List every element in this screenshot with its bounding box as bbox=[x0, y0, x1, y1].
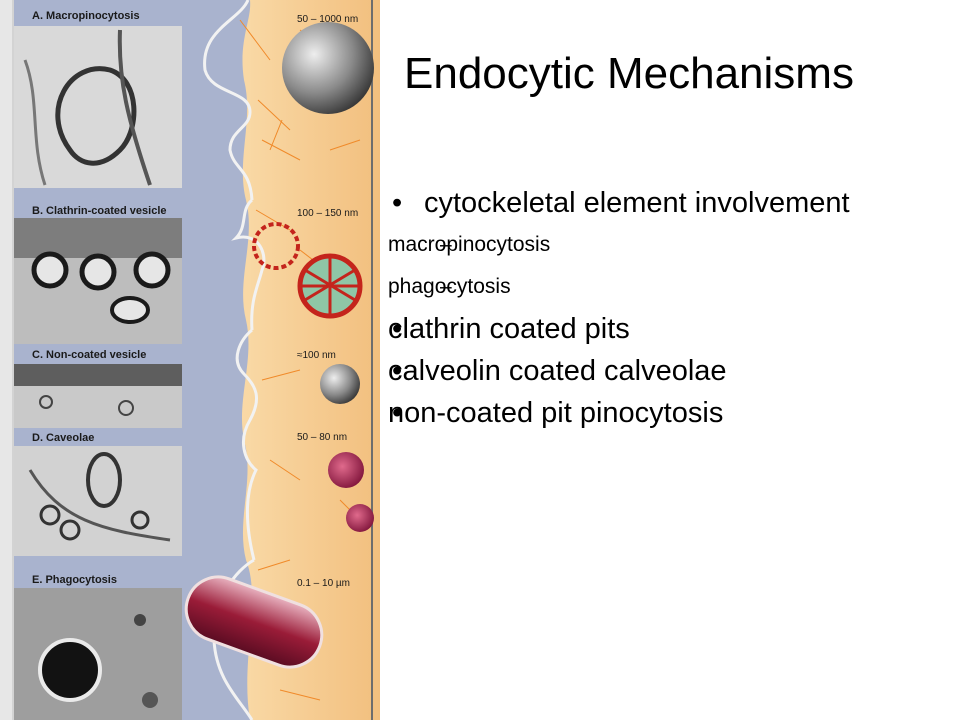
panel-label-a: A. Macropinocytosis bbox=[32, 10, 140, 22]
sub-bullet-text: phagocytosis bbox=[388, 275, 511, 298]
clathrin-vesicle bbox=[297, 253, 363, 319]
clathrin-pit bbox=[252, 222, 300, 270]
bullet-mark: • bbox=[392, 187, 403, 219]
bullet-list: • cytockeletal element involvement – mac… bbox=[388, 176, 948, 434]
sub-bullet-list: – macropinocytosis – phagocytosis bbox=[388, 224, 948, 308]
micrograph-b bbox=[14, 218, 182, 344]
bullet-item: • cytockeletal element involvement – mac… bbox=[388, 182, 948, 308]
micrograph-c bbox=[14, 364, 182, 428]
panel-label-d: D. Caveolae bbox=[32, 432, 95, 444]
bullet-item: • clathrin coated pits bbox=[388, 308, 948, 350]
non-coated-vesicle bbox=[320, 364, 360, 404]
bullet-item: • calveolin coated calveolae bbox=[388, 350, 948, 392]
sub-bullet-item: – macropinocytosis bbox=[388, 224, 948, 266]
bullet-text: clathrin coated pits bbox=[388, 313, 630, 345]
bullet-text: non-coated pit pinocytosis bbox=[388, 397, 724, 429]
bullet-mark: • bbox=[392, 313, 403, 345]
macropinosome bbox=[282, 22, 374, 114]
bullet-mark: • bbox=[392, 355, 403, 387]
figure-illustration bbox=[0, 0, 380, 720]
micrograph-a bbox=[14, 26, 182, 188]
size-label-e: 0.1 – 10 µm bbox=[297, 578, 351, 589]
panel-label-b: B. Clathrin-coated vesicle bbox=[32, 205, 167, 217]
cell-membrane bbox=[203, 0, 266, 720]
caveola-2 bbox=[346, 504, 374, 532]
sub-bullet-item: – phagocytosis bbox=[388, 266, 948, 308]
micrograph-d bbox=[14, 446, 182, 556]
size-label-a: 50 – 1000 nm bbox=[297, 14, 359, 25]
size-label-d: 50 – 80 nm bbox=[297, 432, 348, 443]
panel-label-e: E. Phagocytosis bbox=[32, 574, 117, 586]
sub-bullet-text: macropinocytosis bbox=[388, 233, 551, 256]
bullet-mark: • bbox=[392, 397, 403, 429]
bullet-item: • non-coated pit pinocytosis bbox=[388, 392, 948, 434]
sub-bullet-mark: – bbox=[440, 233, 452, 256]
panel-label-c: C. Non-coated vesicle bbox=[32, 349, 147, 361]
size-label-b: 100 – 150 nm bbox=[297, 208, 359, 219]
slide-title: Endocytic Mechanisms bbox=[404, 49, 854, 98]
size-label-c: ≈100 nm bbox=[297, 350, 336, 361]
micrograph-e bbox=[14, 588, 182, 720]
bullet-text: cytockeletal element involvement bbox=[424, 187, 850, 219]
phagosome bbox=[184, 575, 324, 669]
caveola-1 bbox=[328, 452, 364, 488]
bullet-text: calveolin coated calveolae bbox=[388, 355, 727, 387]
endocytosis-figure: A. Macropinocytosis B. Clathrin-coated v… bbox=[0, 0, 380, 720]
sub-bullet-mark: – bbox=[440, 275, 452, 298]
